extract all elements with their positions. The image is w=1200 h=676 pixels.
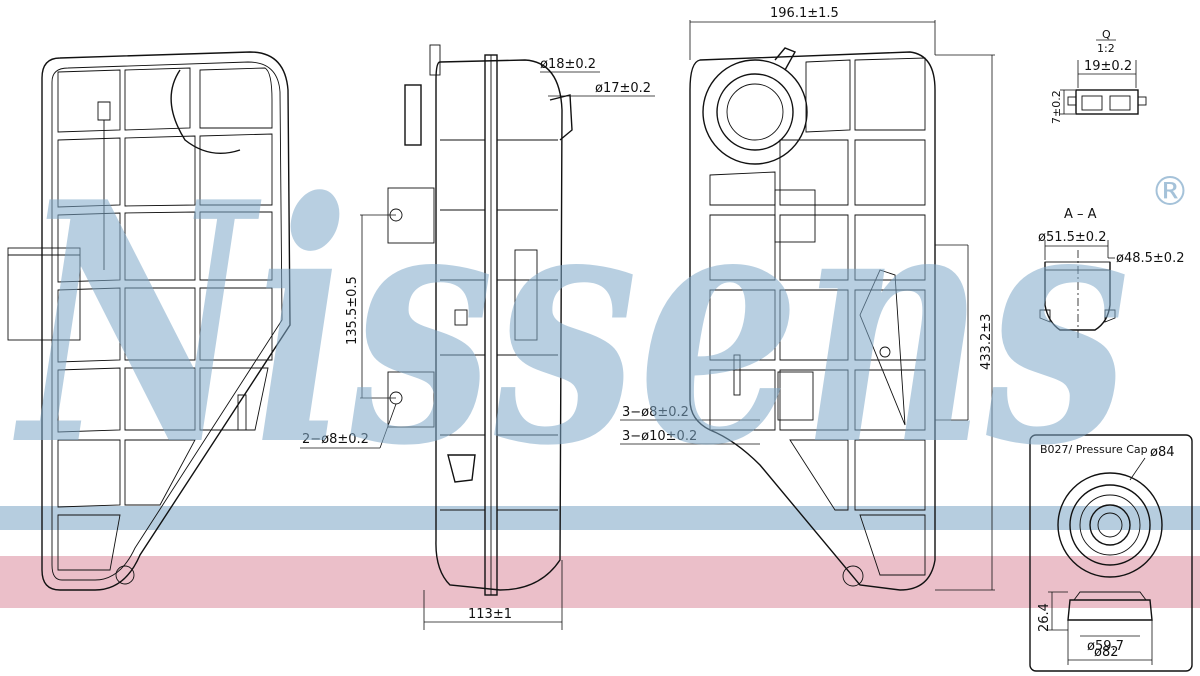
tank-side-view xyxy=(387,44,573,596)
tank-front-view xyxy=(689,47,936,591)
section-outer-d: ø51.5±0.2 xyxy=(1038,230,1106,245)
registered-mark: ® xyxy=(1150,169,1190,215)
section-a-a: A – A ø51.5±0.2 ø48.5±0.2 xyxy=(1038,207,1184,340)
dim-hose-d1: ø18±0.2 xyxy=(540,57,596,72)
dim-ports-a: 3−ø8±0.2 xyxy=(622,405,689,420)
pressure-cap-box: B027/ Pressure Cap ø84 26.4 ø59.7 ø82 xyxy=(1029,434,1193,672)
blue-stripe xyxy=(0,506,1200,530)
dimension-lines xyxy=(300,20,995,630)
dim-bracket-spacing: 135.5±0.5 xyxy=(345,276,360,345)
section-label: A – A xyxy=(1064,207,1097,222)
connector-height: 7±0.2 xyxy=(1050,90,1063,124)
cap-d59: ø59.7 xyxy=(1087,639,1124,654)
dim-width-front: 196.1±1.5 xyxy=(770,6,839,21)
dim-width-side: 113±1 xyxy=(468,607,512,622)
dim-bracket-holes: 2−ø8±0.2 xyxy=(302,432,369,447)
dim-hose-d2: ø17±0.2 xyxy=(595,81,651,96)
cap-d84: ø84 xyxy=(1150,445,1175,460)
connector-detail: Q 1:2 19±0.2 7±0.2 xyxy=(1050,28,1147,124)
section-inner-d: ø48.5±0.2 xyxy=(1116,251,1184,266)
brand-watermark: Nissens xyxy=(12,130,1130,518)
dim-height-front: 433.2±3 xyxy=(979,314,994,370)
detail-q-label: Q xyxy=(1102,28,1111,41)
dim-ports-b: 3−ø10±0.2 xyxy=(622,429,697,444)
cap-height: 26.4 xyxy=(1037,603,1052,632)
tank-back-view xyxy=(7,51,291,591)
cap-title: B027/ Pressure Cap xyxy=(1040,443,1148,456)
pink-stripe xyxy=(0,556,1200,608)
cap-d82: ø82 xyxy=(1094,645,1119,660)
detail-scale: 1:2 xyxy=(1097,42,1115,55)
connector-width: 19±0.2 xyxy=(1084,59,1132,74)
